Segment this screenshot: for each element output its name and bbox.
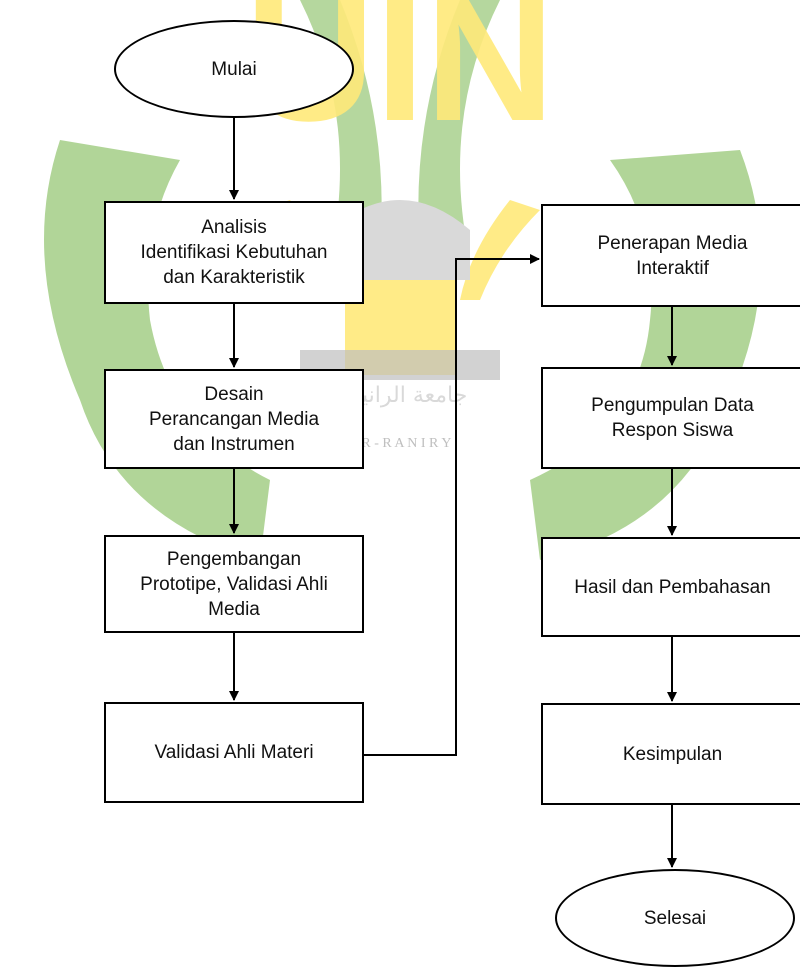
conclusion-label: Kesimpulan [622, 743, 723, 765]
start-node: Mulai [114, 20, 354, 118]
implementation-step: Penerapan Media Interaktif [541, 204, 800, 307]
conclusion-step: Kesimpulan [541, 703, 800, 805]
design-label: Desain Perancangan Media dan Instrumen [148, 383, 320, 455]
data-collection-label: Pengumpulan Data Respon Siswa [591, 395, 754, 441]
start-label: Mulai [211, 58, 257, 80]
analysis-label: Analisis Identifikasi Kebutuhan dan Kara… [140, 217, 328, 288]
development-label: Pengembangan Prototipe, Validasi Ahli Me… [140, 548, 328, 620]
material-validation-step: Validasi Ahli Materi [104, 702, 364, 803]
design-step: Desain Perancangan Media dan Instrumen [104, 369, 364, 469]
logo-latin-text: A R - R A N I R Y [349, 436, 452, 451]
data-collection-step: Pengumpulan Data Respon Siswa [541, 367, 800, 469]
development-step: Pengembangan Prototipe, Validasi Ahli Me… [104, 535, 364, 633]
end-node: Selesai [555, 869, 795, 967]
arrow-material-validation-to-implementation [364, 254, 540, 756]
end-label: Selesai [643, 907, 707, 929]
analysis-step: Analisis Identifikasi Kebutuhan dan Kara… [104, 201, 364, 304]
results-step: Hasil dan Pembahasan [541, 537, 800, 637]
implementation-label: Penerapan Media Interaktif [597, 232, 748, 279]
material-validation-label: Validasi Ahli Materi [154, 742, 314, 763]
logo-kaaba [330, 200, 470, 280]
results-label: Hasil dan Pembahasan [574, 576, 771, 598]
